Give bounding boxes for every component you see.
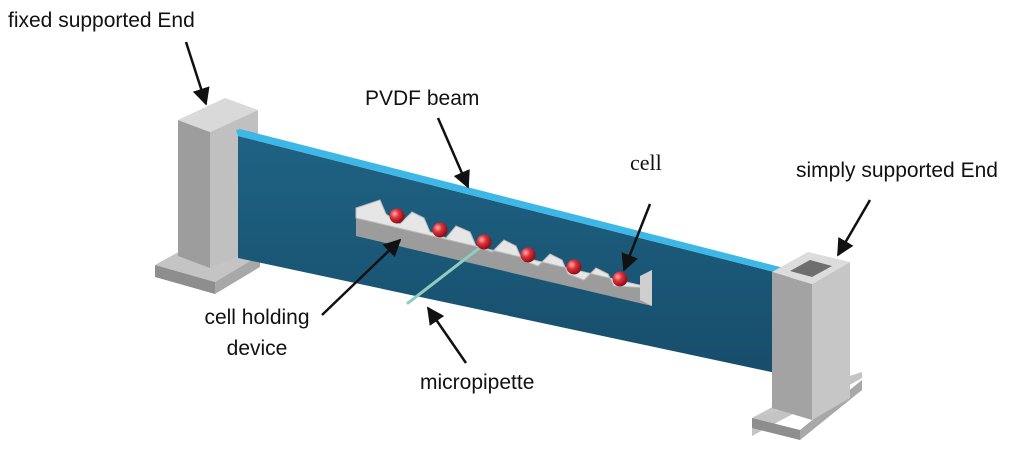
right-support-hole [790, 260, 832, 277]
cell-1 [389, 208, 405, 224]
arrow-simply-end [836, 199, 872, 257]
cell-3 [476, 234, 492, 250]
right-support-post-side [812, 262, 850, 420]
arrow-cell [621, 203, 652, 272]
arrow-beam [436, 117, 470, 189]
label-holder-line1: cell holding [204, 306, 310, 329]
cell-2 [432, 222, 448, 238]
arrow-fixed-end [184, 41, 210, 106]
label-holder-line2: device [226, 337, 288, 360]
right-support-base-front [752, 418, 800, 440]
arrows [184, 41, 872, 364]
micropipette-shape [406, 244, 484, 305]
arrow-micropipette [426, 306, 468, 364]
cell-6 [612, 271, 628, 287]
cell-holding-device [355, 199, 653, 306]
right-support [752, 252, 862, 440]
label-cell: cell [630, 150, 662, 175]
arrow-holder [321, 238, 402, 316]
cell-4 [520, 247, 536, 263]
left-support-post-top [178, 98, 258, 132]
cells [389, 208, 628, 287]
beam-top-edge [236, 129, 792, 276]
label-fixed-end: fixed supported End [8, 9, 195, 32]
cell-5 [566, 259, 582, 275]
holder-end [640, 270, 652, 306]
left-support-base-front [155, 265, 215, 294]
right-support-post-front [772, 272, 812, 420]
label-simply-end: simply supported End [796, 159, 998, 182]
holder-top [355, 199, 653, 289]
holder-front [356, 218, 652, 306]
label-micropipette: micropipette [420, 371, 535, 394]
label-pvdf-beam: PVDF beam [365, 87, 480, 110]
left-support-base-side [215, 255, 260, 294]
left-support-post-front [178, 120, 210, 268]
